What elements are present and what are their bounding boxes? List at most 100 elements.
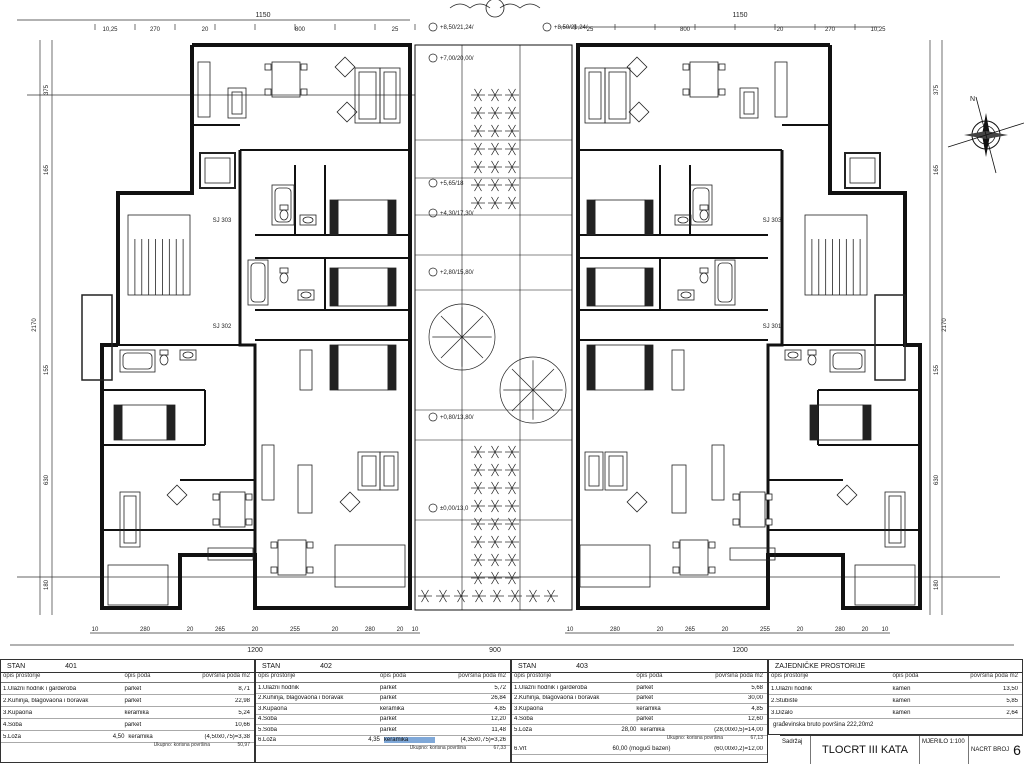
shrub-branch	[494, 178, 499, 186]
basin-frame	[784, 349, 802, 361]
side-balcony	[81, 294, 113, 381]
shrub-branch	[491, 166, 496, 174]
shrub-branch	[474, 523, 479, 531]
table-cell: keramika	[636, 705, 661, 712]
chair	[682, 63, 690, 71]
kitchen-counter	[729, 547, 776, 561]
tub-inner	[832, 352, 863, 370]
level-label: +8,50/21,24/	[440, 25, 474, 31]
nightstand	[586, 267, 596, 307]
sum-label: Ukupno: korisna površina	[409, 745, 466, 751]
shrub-branch	[511, 469, 516, 477]
sofa-seat	[231, 91, 243, 115]
table-cell: 2.Kuhinja, blagovaona i boravak	[514, 695, 600, 702]
side-dimension: 2170	[32, 318, 38, 332]
chair	[732, 518, 740, 526]
column-header: površina poda m2	[970, 673, 1018, 679]
sofa	[379, 67, 401, 124]
shrub-branch	[439, 589, 444, 597]
column-header: opis prostorije	[514, 673, 552, 679]
stair-label: SJ 302	[213, 324, 232, 330]
shrub-branch	[508, 577, 513, 585]
bottom-sub-dimension: 10	[567, 627, 574, 633]
shrub-branch	[508, 148, 513, 156]
shrub-branch	[494, 499, 499, 507]
sofa	[584, 451, 604, 491]
shrub-branch	[508, 487, 513, 495]
table-cell: parket	[379, 726, 397, 733]
tree-branch	[461, 315, 484, 338]
shrub-branch	[508, 523, 513, 531]
bottom-sub-dimension: 265	[215, 627, 226, 633]
table-cell: 4,35	[368, 737, 380, 744]
shrub-icon	[471, 571, 485, 585]
shrub-icon	[505, 571, 519, 585]
side-dimension: 2170	[942, 318, 948, 332]
shrub-branch	[442, 589, 447, 597]
shrub-branch	[474, 463, 479, 471]
toilet	[279, 204, 289, 221]
drawing-number-value: 6	[1013, 742, 1021, 758]
shrub-branch	[421, 589, 426, 597]
table-cell: 3.Kupaona	[514, 705, 544, 712]
level-marker: +8,50/21,24/	[542, 22, 588, 32]
shrub-branch	[474, 148, 479, 156]
basin-bowl	[182, 351, 194, 359]
table-cell: 6.Loža	[258, 737, 277, 744]
bottom-sub-dimension: 20	[722, 627, 729, 633]
shrub-branch	[508, 571, 513, 579]
shrub-branch	[477, 553, 482, 561]
shrub-icon	[488, 142, 502, 156]
shrub-icon	[488, 571, 502, 585]
tub-inner	[274, 187, 292, 223]
level-marker: +7,00/20,00/	[428, 53, 474, 63]
shrub-branch	[511, 541, 516, 549]
shrub-icon	[505, 106, 519, 120]
shrub-branch	[511, 202, 516, 210]
chair	[732, 493, 740, 501]
top-sub-dimension: 10,25	[102, 27, 118, 33]
tub-frame	[714, 259, 736, 306]
basin-frame	[179, 349, 197, 361]
shrub-branch	[477, 505, 482, 513]
table-cell: 2.Kuhinja, blagovaona i boravak	[258, 695, 344, 702]
shrub-branch	[511, 553, 516, 561]
shrub-branch	[477, 559, 482, 567]
sofa-seat	[888, 495, 902, 544]
kitchen-counter	[261, 444, 275, 501]
shrub-branch	[491, 469, 496, 477]
chair	[212, 518, 220, 526]
bottom-sub-dimension: 280	[140, 627, 151, 633]
loggia	[579, 544, 651, 588]
shrub-icon	[490, 589, 504, 603]
nightstand	[644, 344, 654, 391]
shrub-branch	[491, 130, 496, 138]
nightstand	[586, 199, 596, 236]
shrub-icon	[471, 517, 485, 531]
table-cell: 4,50	[112, 733, 125, 740]
shrub-icon	[505, 196, 519, 210]
shrub-branch	[511, 571, 516, 579]
table-cell: 1.Ulazni hodnik i garderoba	[514, 684, 588, 691]
armchair-body	[836, 484, 858, 506]
dining-table	[212, 491, 253, 528]
shrub-branch	[508, 463, 513, 471]
basin-bowl	[680, 291, 692, 299]
shrub-branch	[477, 541, 482, 549]
bed	[586, 267, 654, 307]
shrub-branch	[508, 94, 513, 102]
bottom-sub-dimension: 280	[610, 627, 621, 633]
side-dimension: 165	[44, 164, 50, 175]
table-header: opis prostorije opis poda površina poda …	[1, 673, 254, 683]
shrub-branch	[494, 142, 499, 150]
top-sub-dimension: 270	[150, 27, 161, 33]
chair	[245, 493, 253, 501]
chair	[708, 566, 716, 574]
shrub-branch	[508, 451, 513, 459]
toilet	[807, 349, 817, 366]
chair	[718, 88, 726, 96]
shrub-branch	[494, 559, 499, 567]
shrub-branch	[550, 595, 555, 603]
